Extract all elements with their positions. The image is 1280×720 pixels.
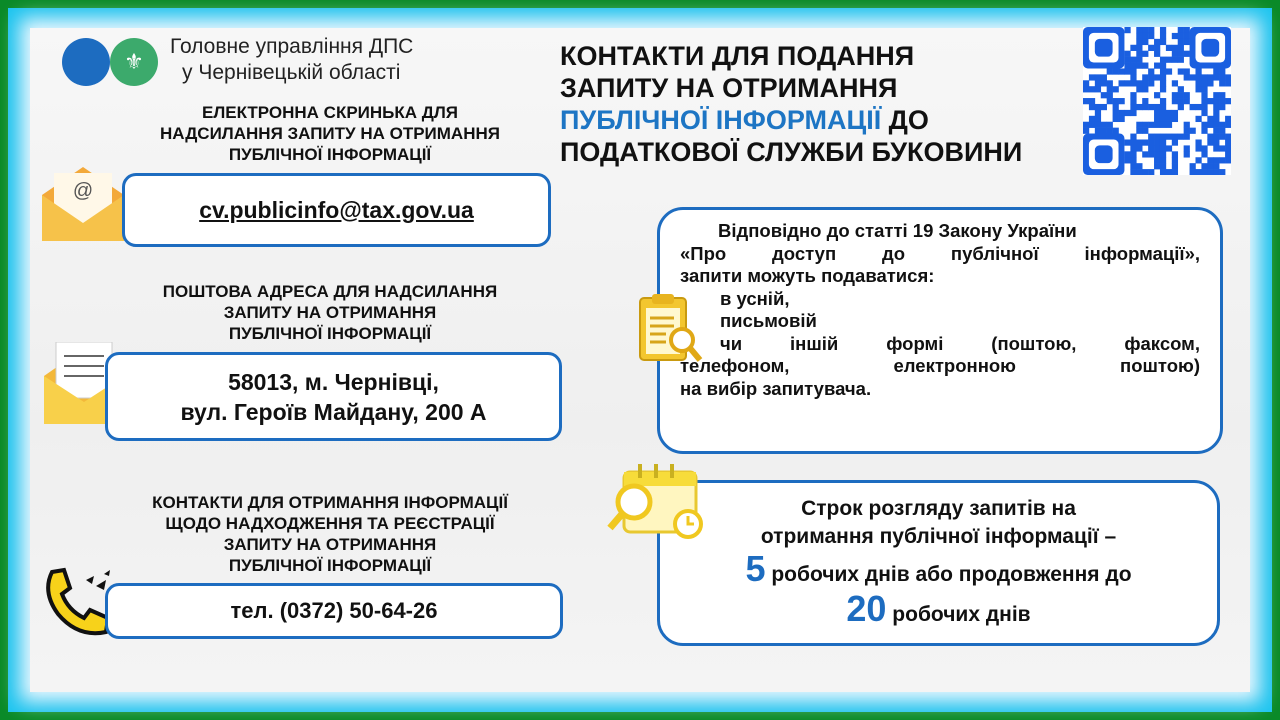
email-link[interactable]: cv.publicinfo@tax.gov.ua	[122, 173, 551, 247]
title-line2: ЗАПИТУ НА ОТРИМАННЯ	[560, 73, 898, 103]
title-line1: КОНТАКТИ ДЛЯ ПОДАННЯ	[560, 41, 915, 71]
heading-line: ЩОДО НАДХОДЖЕННЯ ТА РЕЄСТРАЦІЇ	[165, 514, 495, 533]
law-line: письмовій	[720, 310, 817, 331]
heading-line: КОНТАКТИ ДЛЯ ОТРИМАННЯ ІНФОРМАЦІЇ	[152, 493, 508, 512]
term-line: робочих днів або продовження до	[765, 563, 1132, 586]
phone-heading: КОНТАКТИ ДЛЯ ОТРИМАННЯ ІНФОРМАЦІЇ ЩОДО Н…	[100, 492, 560, 576]
org-line2: у Чернівецькій області	[182, 61, 401, 84]
organization-name: Головне управління ДПС у Чернівецькій об…	[170, 34, 413, 86]
heading-line: ПУБЛІЧНОЇ ІНФОРМАЦІЇ	[228, 324, 432, 343]
heading-line: ПУБЛІЧНОЇ ІНФОРМАЦІЇ	[228, 145, 432, 164]
envelope-email-icon: @	[42, 165, 124, 243]
law-line: запити можуть подаватися:	[680, 265, 935, 286]
svg-text:@: @	[73, 180, 93, 202]
title-line4: ПОДАТКОВОЇ СЛУЖБИ БУКОВИНИ	[560, 137, 1023, 167]
term-days-number: 5	[745, 548, 766, 589]
page-title: КОНТАКТИ ДЛЯ ПОДАННЯ ЗАПИТУ НА ОТРИМАННЯ…	[560, 40, 1022, 168]
heading-line: НАДСИЛАННЯ ЗАПИТУ НА ОТРИМАННЯ	[160, 124, 500, 143]
title-highlight: ПУБЛІЧНОЇ ІНФОРМАЦІЇ	[560, 105, 882, 135]
heading-line: ПОШТОВА АДРЕСА ДЛЯ НАДСИЛАННЯ	[162, 282, 498, 301]
email-heading: ЕЛЕКТРОННА СКРИНЬКА ДЛЯ НАДСИЛАННЯ ЗАПИТ…	[110, 102, 550, 165]
envelope-letter-icon	[44, 342, 124, 426]
clipboard-search-icon	[636, 292, 706, 368]
calendar-clock-icon	[604, 462, 708, 542]
law-line: чи іншій формі (поштою, факсом,	[720, 332, 1200, 354]
postal-address-box: 58013, м. Чернівці, вул. Героїв Майдану,…	[105, 352, 562, 441]
phone-number-box[interactable]: тел. (0372) 50-64-26	[105, 583, 563, 639]
heading-line: ЗАПИТУ НА ОТРИМАННЯ	[223, 535, 437, 554]
address-line: вул. Героїв Майдану, 200 А	[180, 398, 487, 425]
term-info-box: Строк розгляду запитів на отримання публ…	[657, 480, 1220, 646]
law-line: на вибір запитувача.	[680, 377, 872, 399]
trident-logo-icon: ⚜	[110, 38, 158, 86]
title-line3: ДО	[881, 105, 929, 135]
term-extended-days-number: 20	[846, 588, 887, 629]
heading-line: ЗАПИТУ НА ОТРИМАННЯ	[223, 303, 437, 322]
org-line1: Головне управління ДПС	[170, 35, 414, 58]
logo-blue-circle	[62, 38, 110, 86]
heading-line: ПУБЛІЧНОЇ ІНФОРМАЦІЇ	[228, 556, 432, 575]
law-line: телефоном, електронною поштою)	[680, 355, 1200, 376]
heading-line: ЕЛЕКТРОННА СКРИНЬКА ДЛЯ	[201, 103, 459, 122]
qr-code[interactable]	[1083, 27, 1232, 176]
term-line: отримання публічної інформації –	[760, 525, 1117, 548]
law-info-box: Відповідно до статті 19 Закону України «…	[657, 207, 1223, 454]
law-line: в усній,	[720, 287, 790, 309]
term-line: Строк розгляду запитів на	[801, 497, 1076, 520]
address-line: 58013, м. Чернівці,	[228, 368, 439, 395]
term-line: робочих днів	[886, 603, 1031, 626]
phone-icon	[38, 562, 114, 640]
postal-heading: ПОШТОВА АДРЕСА ДЛЯ НАДСИЛАННЯ ЗАПИТУ НА …	[110, 281, 550, 344]
law-line: «Про доступ до публічної інформації»,	[680, 242, 1200, 264]
law-line: Відповідно до статті 19 Закону України	[718, 220, 1077, 241]
